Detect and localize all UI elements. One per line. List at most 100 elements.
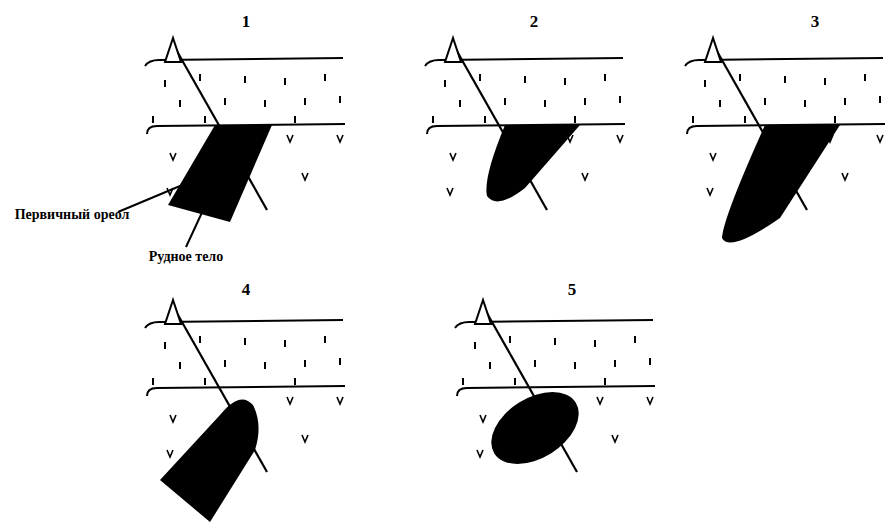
ore-body bbox=[478, 377, 591, 479]
sediment-tick bbox=[304, 360, 306, 367]
sediment-tick bbox=[604, 378, 606, 385]
volcanic-symbol bbox=[447, 188, 453, 195]
volcanic-symbol bbox=[287, 135, 293, 142]
volcanic-symbol bbox=[302, 173, 308, 180]
panel-number: 4 bbox=[231, 280, 261, 300]
sediment-tick bbox=[704, 80, 706, 87]
sediment-tick bbox=[479, 74, 481, 81]
sediment-tick bbox=[879, 96, 881, 103]
panel-number: 1 bbox=[231, 12, 261, 32]
sediment-tick bbox=[784, 76, 786, 83]
sediment-tick bbox=[544, 100, 546, 107]
sediment-tick bbox=[224, 98, 226, 105]
leader-line bbox=[186, 206, 205, 247]
sediment-tick bbox=[264, 100, 266, 107]
volcanic-symbol bbox=[612, 435, 618, 442]
sediment-tick bbox=[764, 98, 766, 105]
sediment-tick bbox=[484, 116, 486, 123]
ore-body-label: Рудное тело bbox=[141, 249, 231, 266]
sediment-tick bbox=[619, 96, 621, 103]
volcanic-symbol bbox=[707, 188, 713, 195]
sediment-tick bbox=[294, 116, 296, 123]
drill-rig bbox=[475, 300, 491, 324]
sediment-tick bbox=[804, 100, 806, 107]
sediment-tick bbox=[719, 100, 721, 107]
section-panel bbox=[425, 38, 625, 210]
section-panel bbox=[685, 38, 885, 243]
sediment-tick bbox=[459, 100, 461, 107]
sediment-tick bbox=[244, 76, 246, 83]
sediment-tick bbox=[264, 362, 266, 369]
halo-label: Первичный ореол bbox=[12, 207, 132, 224]
volcanic-symbol bbox=[477, 450, 483, 457]
drill-rig bbox=[445, 38, 461, 62]
sediment-tick bbox=[164, 342, 166, 349]
panel-number: 3 bbox=[800, 12, 830, 32]
sediment-tick bbox=[462, 378, 464, 385]
volcanic-symbol bbox=[170, 153, 176, 160]
volcanic-symbol bbox=[287, 397, 293, 404]
section-panel bbox=[145, 300, 345, 522]
volcanic-symbol bbox=[617, 135, 623, 142]
sediment-tick bbox=[204, 378, 206, 385]
ore-body bbox=[160, 399, 259, 522]
sediment-tick bbox=[514, 378, 516, 385]
sediment-tick bbox=[594, 340, 596, 347]
section-panel bbox=[455, 300, 655, 479]
sediment-tick bbox=[504, 98, 506, 105]
volcanic-symbol bbox=[302, 435, 308, 442]
volcanic-symbol bbox=[450, 153, 456, 160]
sediment-tick bbox=[564, 78, 566, 85]
sediment-tick bbox=[324, 336, 326, 343]
sediment-tick bbox=[339, 96, 341, 103]
sediment-tick bbox=[524, 76, 526, 83]
drill-rig bbox=[705, 38, 721, 62]
volcanic-symbol bbox=[480, 415, 486, 422]
volcanic-symbol bbox=[582, 173, 588, 180]
sediment-tick bbox=[304, 98, 306, 105]
sediment-tick bbox=[489, 362, 491, 369]
sediment-tick bbox=[324, 74, 326, 81]
sediment-tick bbox=[244, 338, 246, 345]
panel-number: 5 bbox=[557, 280, 587, 300]
section-panel bbox=[145, 38, 345, 222]
sediment-tick bbox=[152, 116, 154, 123]
sediment-tick bbox=[844, 98, 846, 105]
sediment-tick bbox=[432, 116, 434, 123]
sediment-tick bbox=[739, 74, 741, 81]
sediment-tick bbox=[614, 360, 616, 367]
volcanic-symbol bbox=[170, 415, 176, 422]
sediment-tick bbox=[834, 116, 836, 123]
ore-body bbox=[486, 125, 580, 201]
volcanic-symbol bbox=[647, 397, 653, 404]
sediment-tick bbox=[744, 116, 746, 123]
volcanic-symbol bbox=[167, 450, 173, 457]
drill-rig bbox=[165, 300, 181, 324]
sediment-tick bbox=[339, 358, 341, 365]
sediment-tick bbox=[152, 378, 154, 385]
sediment-tick bbox=[294, 378, 296, 385]
sediment-tick bbox=[444, 80, 446, 87]
sediment-tick bbox=[604, 74, 606, 81]
sediment-tick bbox=[824, 78, 826, 85]
sediment-tick bbox=[199, 336, 201, 343]
volcanic-symbol bbox=[877, 135, 883, 142]
volcanic-symbol bbox=[337, 135, 343, 142]
sediment-tick bbox=[649, 358, 651, 365]
sediment-tick bbox=[584, 98, 586, 105]
sediment-tick bbox=[284, 78, 286, 85]
sediment-tick bbox=[692, 116, 694, 123]
sediment-tick bbox=[179, 100, 181, 107]
sediment-tick bbox=[509, 336, 511, 343]
volcanic-symbol bbox=[842, 173, 848, 180]
sediment-tick bbox=[574, 362, 576, 369]
sediment-tick bbox=[224, 360, 226, 367]
sediment-tick bbox=[634, 336, 636, 343]
sediment-tick bbox=[179, 362, 181, 369]
sediment-tick bbox=[534, 360, 536, 367]
ore-body bbox=[722, 125, 840, 243]
volcanic-symbol bbox=[710, 153, 716, 160]
drill-rig bbox=[165, 38, 181, 62]
volcanic-symbol bbox=[597, 397, 603, 404]
